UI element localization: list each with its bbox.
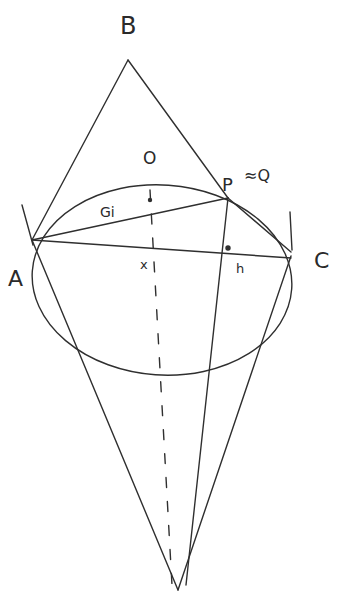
point-dot	[149, 199, 152, 202]
point-label: ≈Q	[244, 168, 270, 184]
chord-line	[32, 198, 228, 240]
height-line	[186, 198, 228, 585]
cone-side	[178, 256, 291, 590]
point-label: P	[222, 176, 233, 194]
point-label: h	[236, 262, 244, 275]
point-label: x	[140, 258, 148, 271]
tick-mark	[22, 205, 33, 245]
axis-line	[150, 190, 172, 585]
chord-line	[228, 198, 291, 252]
diameter-line	[32, 240, 291, 258]
point-label: A	[8, 268, 23, 290]
slant-line	[32, 60, 128, 240]
point-label: C	[314, 250, 329, 272]
tick-mark	[290, 212, 292, 250]
base-ellipse	[26, 176, 299, 384]
point-label: B	[120, 14, 136, 38]
point-label: Gi	[100, 205, 115, 219]
point-dot	[226, 246, 230, 250]
point-label: O	[143, 150, 156, 167]
slant-line	[128, 60, 228, 198]
